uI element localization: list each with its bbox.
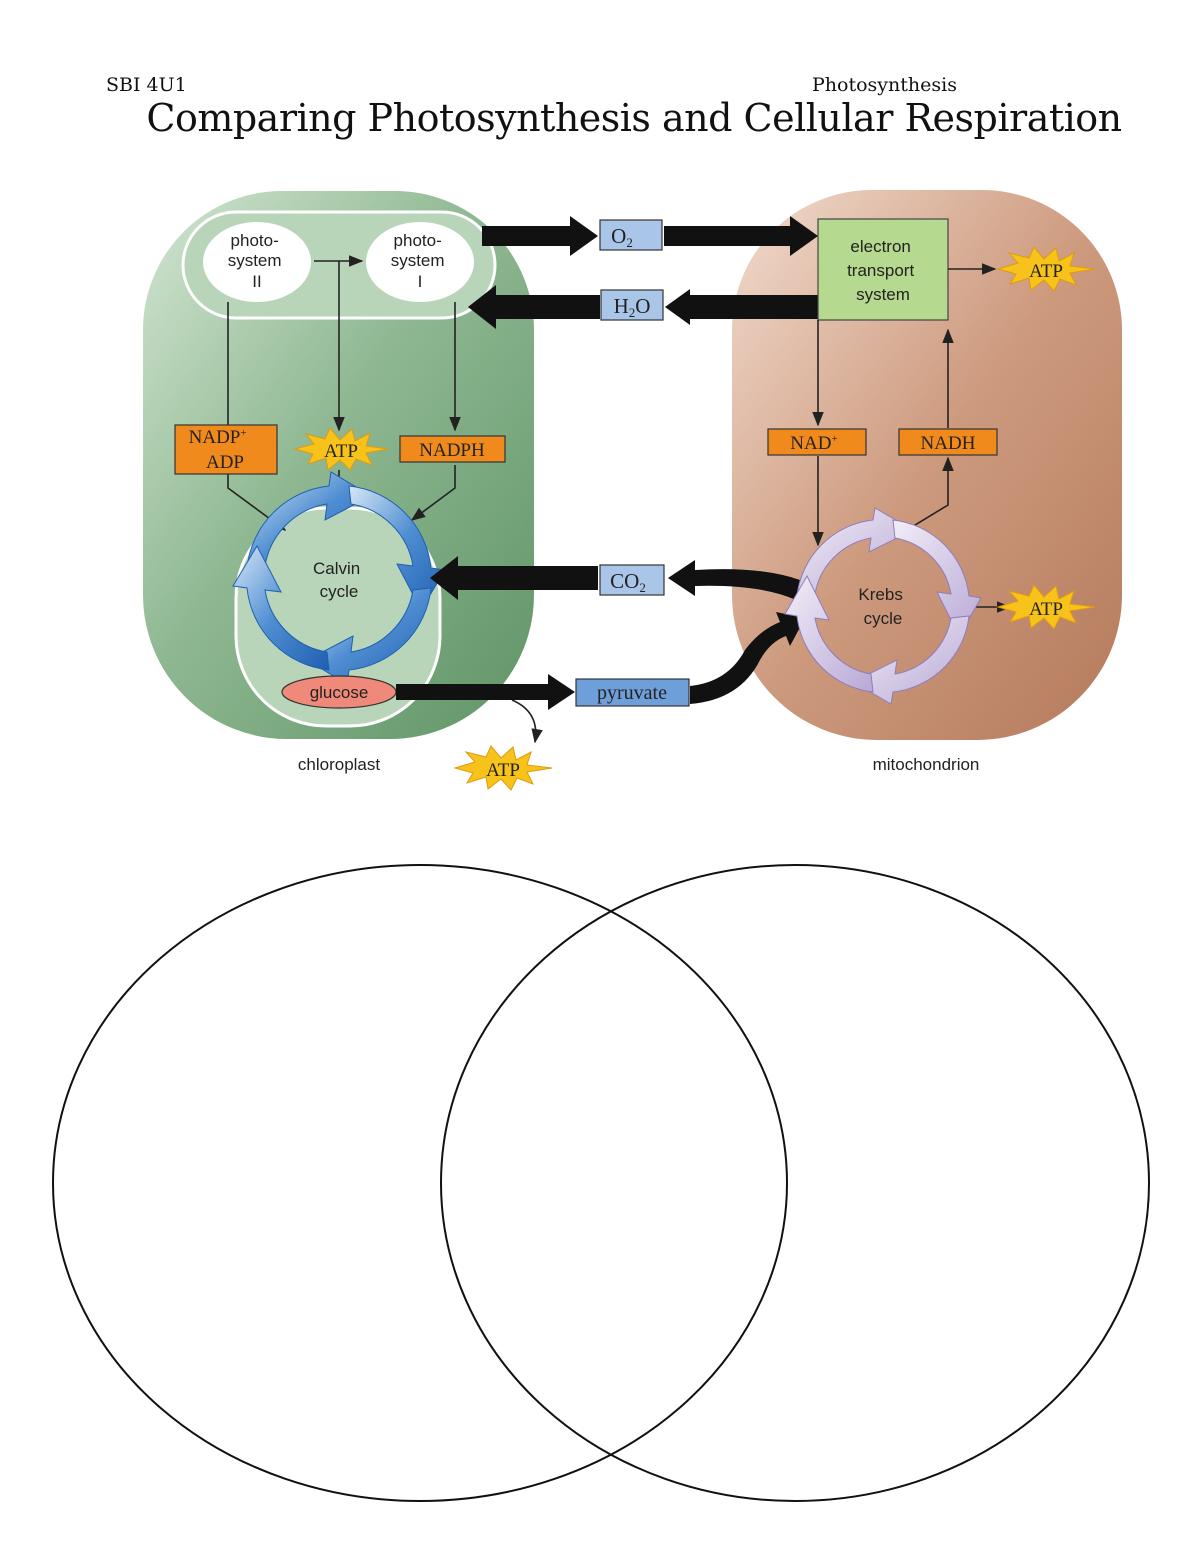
- nadp-adp-box: [174, 424, 278, 475]
- krebs-cycle-ring: [784, 507, 982, 705]
- chloroplast-label: chloroplast: [298, 755, 380, 774]
- atp-burst-krebs: ATP: [996, 584, 1096, 630]
- nadph-box: [399, 435, 506, 463]
- o2-label: O2: [611, 224, 633, 250]
- atp-burst-chloroplast: ATP: [293, 427, 389, 471]
- calvin-cycle-ring: [232, 471, 446, 685]
- atp-burst-glycolysis: ATP: [453, 745, 553, 791]
- photosystem-ii-label: photo- system II: [228, 231, 287, 291]
- co2-box: [599, 564, 665, 596]
- page-title: Comparing Photosynthesis and Cellular Re…: [146, 96, 1122, 140]
- nadh-box: [898, 428, 998, 456]
- h2o-label: H2O: [614, 294, 651, 320]
- atp-label: ATP: [1029, 599, 1063, 620]
- venn-circle-left: [52, 864, 788, 1502]
- transfer-arrows: [396, 216, 818, 710]
- h2o-box: [600, 289, 664, 321]
- photosystem-i-label: photo- system I: [391, 231, 450, 291]
- glucose-label: glucose: [310, 683, 369, 702]
- atp-label: ATP: [486, 760, 520, 781]
- krebs-cycle-label: Krebs cycle: [858, 585, 907, 628]
- photosystem-ii: [203, 222, 311, 302]
- co2-label: CO2: [610, 569, 646, 595]
- glucose-atp-arrow: [511, 699, 543, 744]
- course-code: SBI 4U1: [106, 74, 187, 96]
- pyruvate-box: [575, 678, 690, 707]
- pyruvate-label: pyruvate: [597, 682, 667, 704]
- electron-transport-label: electron transport system: [847, 237, 919, 304]
- atp-burst-ets: ATP: [996, 246, 1096, 292]
- nadph-label: NADPH: [419, 440, 485, 461]
- electron-transport-box: [817, 218, 949, 321]
- photosystem-i: [366, 222, 474, 302]
- nadp-adp-label: NADP+ ADP: [189, 420, 252, 473]
- venn-circle-right: [440, 864, 1150, 1502]
- atp-label: ATP: [324, 441, 358, 462]
- o2-box: [599, 219, 663, 251]
- venn-diagram: [52, 864, 1150, 1502]
- nad-label: NAD+: [790, 433, 837, 454]
- nadh-label: NADH: [921, 433, 976, 454]
- mitochondrion-label: mitochondrion: [873, 755, 980, 774]
- calvin-cycle-label: Calvin cycle: [313, 559, 365, 601]
- atp-label: ATP: [1029, 261, 1063, 282]
- unit-name: Photosynthesis: [812, 74, 957, 96]
- nad-box: [767, 428, 867, 456]
